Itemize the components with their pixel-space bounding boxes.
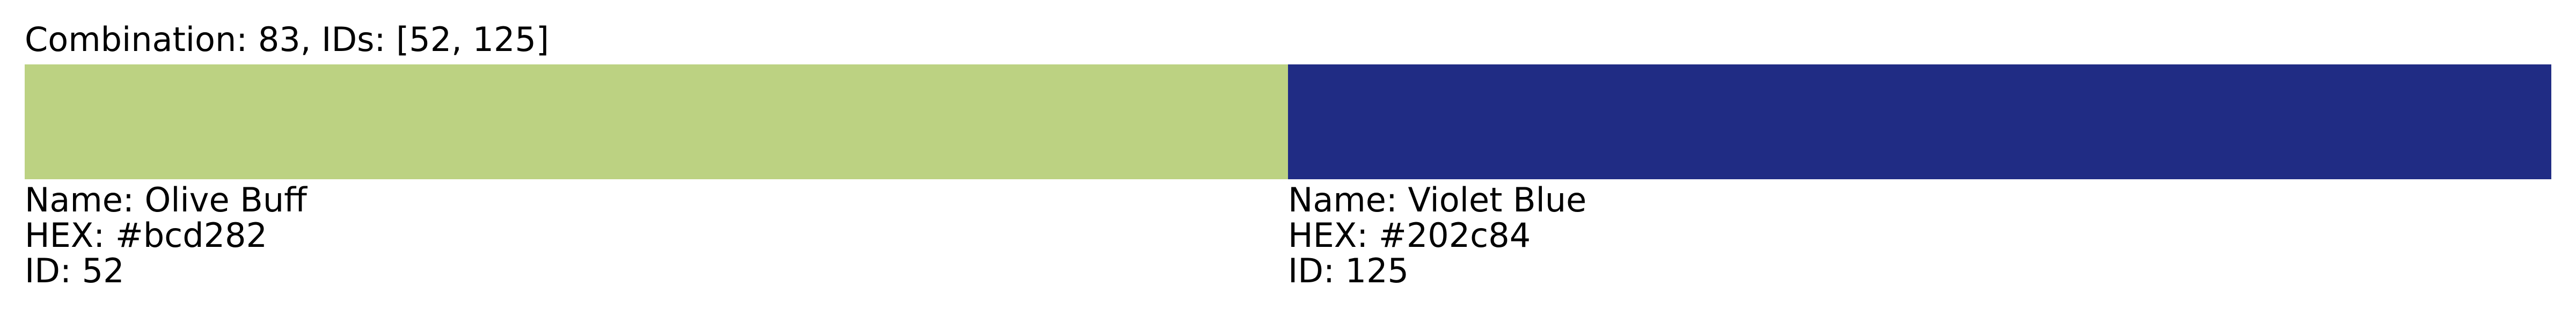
color-swatch xyxy=(1288,64,2551,179)
swatch-name: Name: Violet Blue xyxy=(1288,180,1587,219)
color-swatch-row xyxy=(25,64,2551,179)
swatch-hex: HEX: #202c84 xyxy=(1288,216,1531,255)
swatch-info: Name: Olive Buff HEX: #bcd282 ID: 52 xyxy=(25,182,1288,289)
color-swatch xyxy=(25,64,1288,179)
swatch-name: Name: Olive Buff xyxy=(25,180,307,219)
swatch-hex: HEX: #bcd282 xyxy=(25,216,267,255)
swatch-id: ID: 52 xyxy=(25,251,125,290)
swatch-info: Name: Violet Blue HEX: #202c84 ID: 125 xyxy=(1288,182,2551,289)
combination-title: Combination: 83, IDs: [52, 125] xyxy=(25,20,550,59)
swatch-id: ID: 125 xyxy=(1288,251,1409,290)
